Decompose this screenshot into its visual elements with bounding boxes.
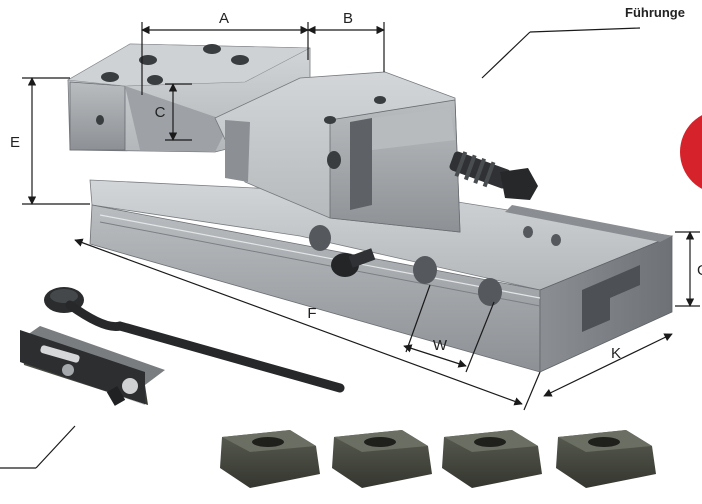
- accent-badge: [680, 115, 702, 189]
- clamping-block-2: [332, 430, 432, 488]
- dim-label-f: F: [307, 305, 316, 322]
- section-header: Führunge: [625, 5, 685, 20]
- clamp-plate: [20, 326, 165, 406]
- dim-label-e: E: [10, 134, 20, 151]
- dim-label-g: G: [697, 262, 702, 279]
- dim-label-b: B: [343, 10, 353, 27]
- spindle-screw: [449, 151, 538, 200]
- movable-jaw: [214, 71, 461, 233]
- clamping-block-3: [442, 430, 542, 488]
- dim-label-c: C: [155, 104, 166, 121]
- dim-label-k: K: [611, 345, 621, 362]
- dim-label-a: A: [219, 10, 229, 27]
- dimension-lines: [0, 22, 700, 469]
- dim-label-w: W: [433, 337, 448, 354]
- clamping-block-4: [556, 430, 656, 488]
- clamping-block-1: [220, 430, 320, 488]
